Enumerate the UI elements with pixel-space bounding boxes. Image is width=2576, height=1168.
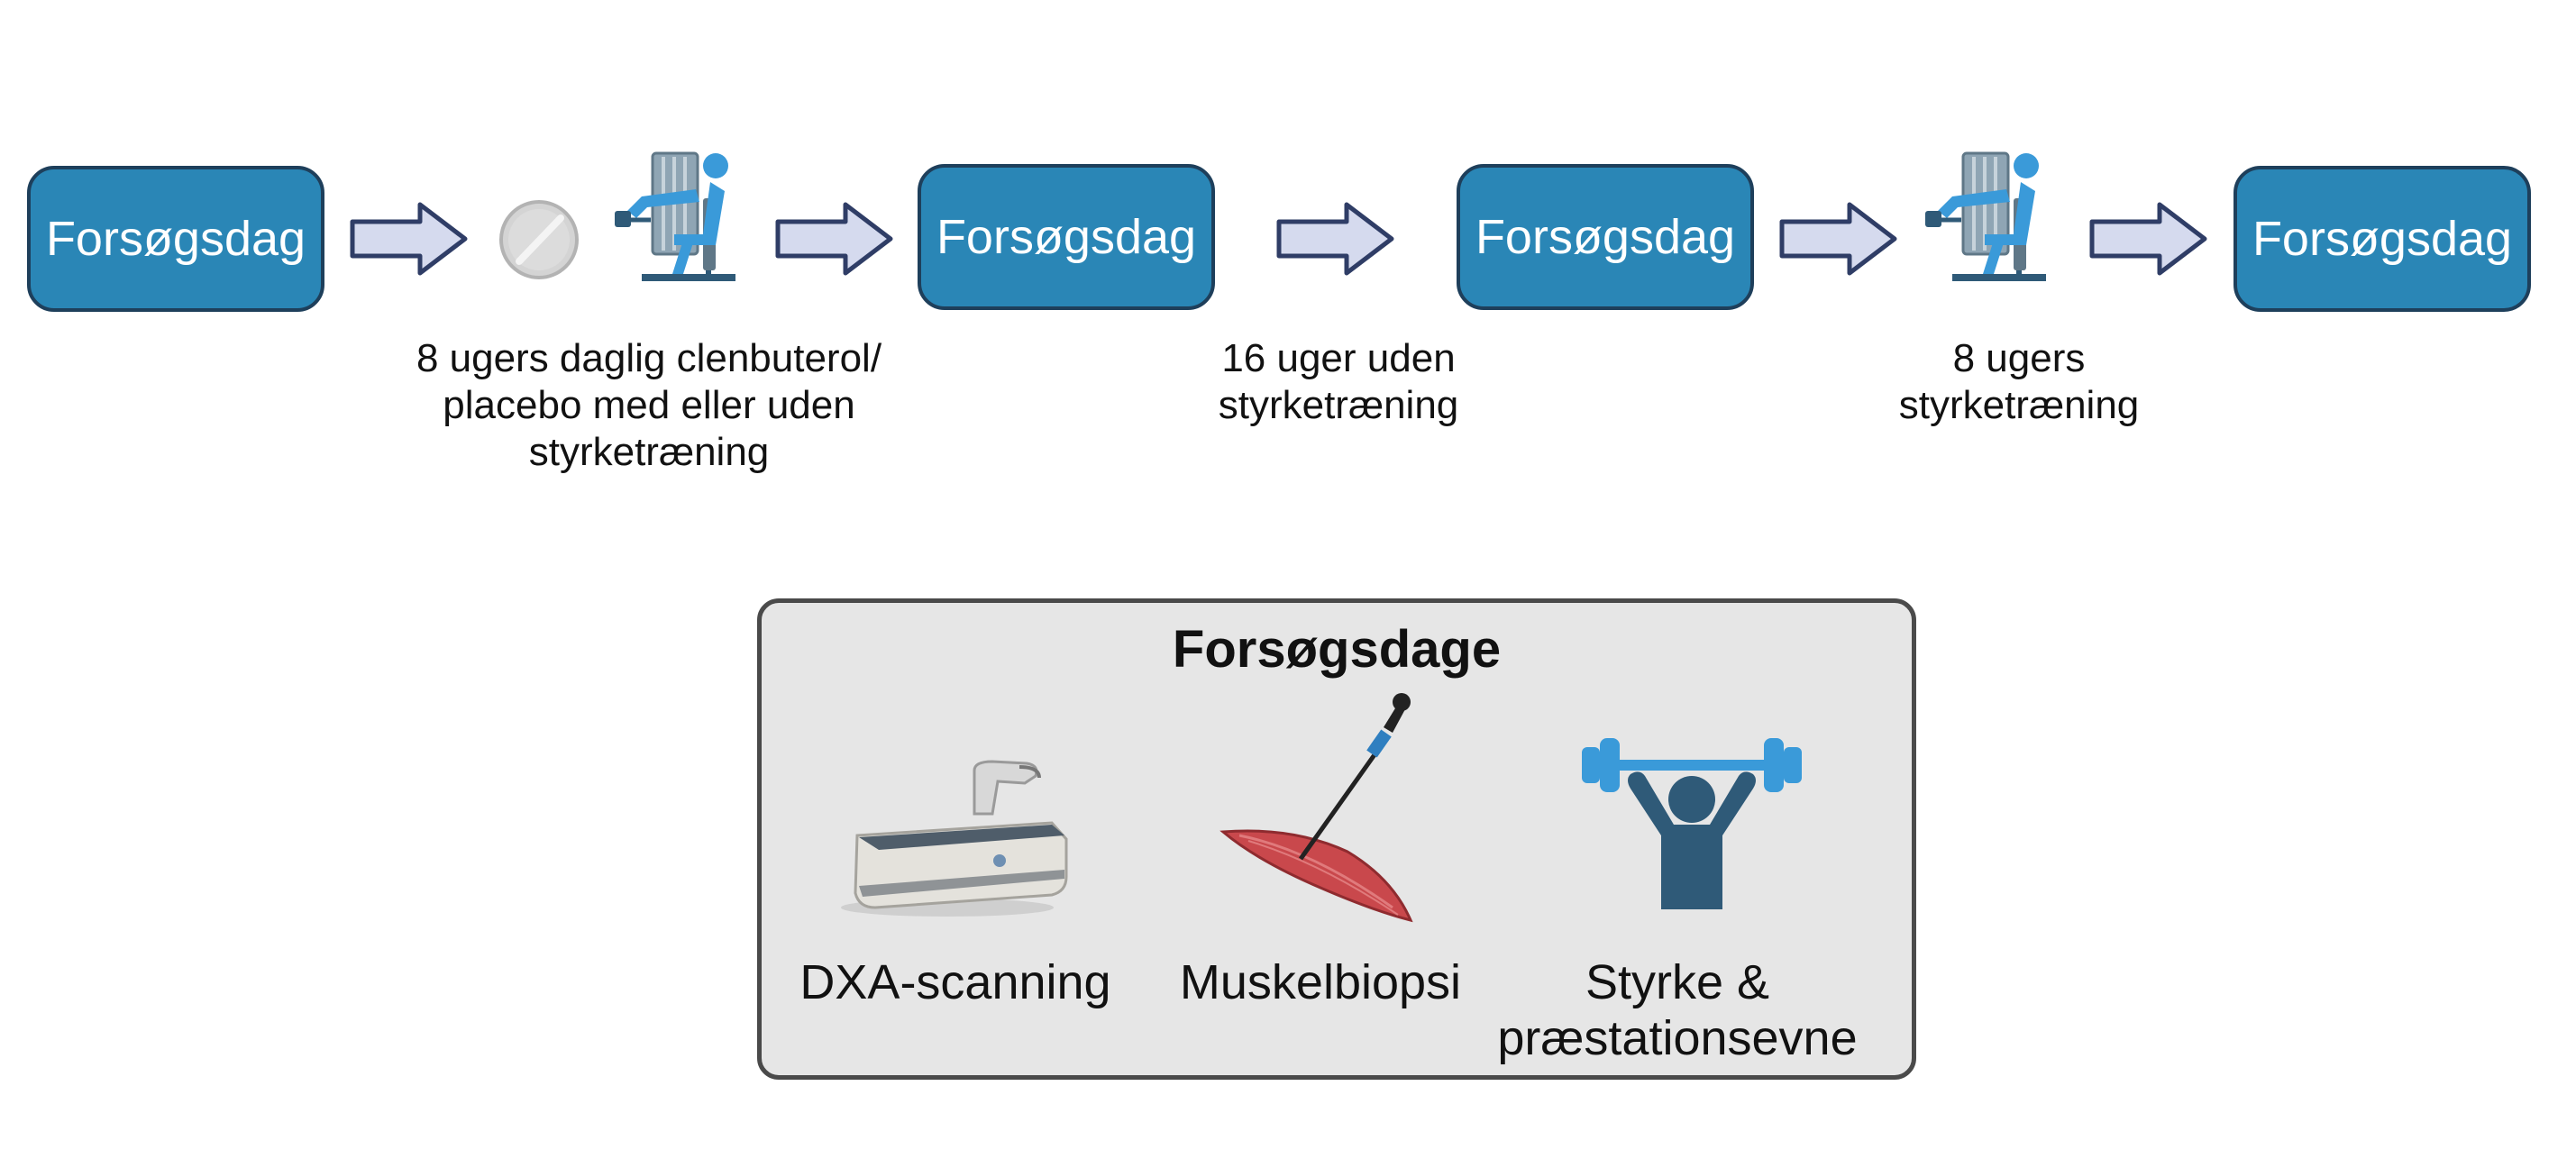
dxa-scanning-label: DXA-scanning	[780, 954, 1131, 1010]
caption-line: styrketræning	[528, 430, 770, 474]
caption-line: styrketræning	[1218, 383, 1459, 427]
caption-training-period: 8 ugers styrketræning	[1848, 335, 2190, 429]
trial-day-label-2: Forsøgsdag	[936, 210, 1197, 264]
panel-title: Forsøgsdage	[1172, 620, 1502, 679]
strength-performance-label: Styrke & præstationsevne	[1488, 954, 1867, 1066]
item-label-line: præstationsevne	[1497, 1011, 1858, 1065]
caption-line: styrketræning	[1898, 383, 2140, 427]
caption-clenbuterol-period: 8 ugers daglig clenbuterol/ placebo med …	[379, 335, 919, 476]
arrow-right-icon	[1276, 202, 1394, 276]
trial-day-box-4: Forsøgsdag	[2233, 166, 2531, 312]
leg-press-machine-icon	[1925, 151, 2046, 281]
trial-day-box-2: Forsøgsdag	[918, 164, 1215, 310]
arrow-right-icon	[775, 202, 893, 276]
caption-detraining-period: 16 uger uden styrketræning	[1163, 335, 1514, 429]
arrow-right-icon	[2089, 202, 2207, 276]
trial-day-box-3: Forsøgsdag	[1457, 164, 1754, 310]
muscle-biopsy-icon	[1219, 693, 1413, 923]
trial-day-label-1: Forsøgsdag	[45, 212, 306, 266]
trial-days-panel: Forsøgsdage DXA-scanning Muskelbiopsi	[757, 598, 1916, 1080]
item-label-line: Muskelbiopsi	[1179, 955, 1462, 1009]
caption-line: 16 uger uden	[1221, 336, 1456, 380]
trial-day-box-1: Forsøgsdag	[27, 166, 324, 312]
caption-line: 8 ugers	[1952, 336, 2086, 380]
muscle-biopsy-label: Muskelbiopsi	[1140, 954, 1501, 1010]
dxa-scanner-icon	[841, 760, 1068, 917]
caption-line: 8 ugers daglig clenbuterol/	[416, 336, 882, 380]
arrow-right-icon	[1779, 202, 1897, 276]
trial-day-label-3: Forsøgsdag	[1475, 210, 1736, 264]
leg-press-machine-icon	[615, 151, 735, 281]
caption-line: placebo med eller uden	[443, 383, 855, 427]
pill-icon	[499, 200, 579, 279]
trial-day-label-4: Forsøgsdag	[2252, 212, 2513, 266]
item-label-line: Styrke &	[1585, 955, 1770, 1009]
item-label-line: DXA-scanning	[799, 955, 1111, 1009]
arrow-right-icon	[350, 202, 468, 276]
weightlifter-icon	[1582, 738, 1802, 909]
